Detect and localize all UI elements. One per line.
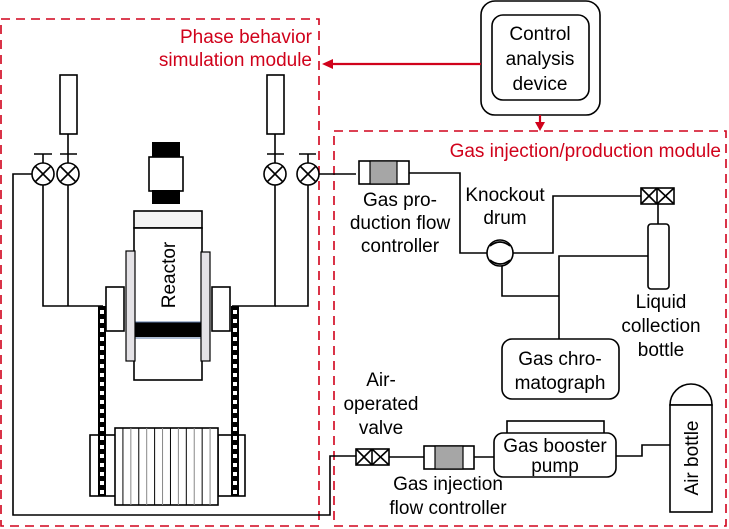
chain-link [233, 382, 237, 386]
reactor-label: Reactor [159, 241, 180, 308]
air-bottle: Air bottle [669, 383, 713, 513]
signal-arrow-to-gas-module [535, 115, 545, 131]
gas-chromatograph-label-line2: matograph [515, 373, 606, 394]
outlet-double-valve [640, 187, 675, 205]
chain-link [100, 436, 104, 440]
chain-link [233, 319, 237, 323]
knockout-drum-label-line1: Knockout [465, 185, 545, 206]
right-inner-valve [263, 153, 287, 186]
chain-link [100, 400, 104, 404]
phase-behavior-module-border [0, 18, 320, 527]
phase-behavior-module-title-line1: Phase behavior [180, 27, 313, 48]
chain-link [233, 454, 237, 458]
air-bottle-label: Air bottle [682, 421, 703, 496]
chain-link [233, 373, 237, 377]
chain-link [100, 463, 104, 467]
left-sample-tube [59, 74, 78, 135]
liquid-collection-bottle-label-line2: collection [621, 316, 700, 337]
chain-link [100, 481, 104, 485]
air-operated-valve [355, 448, 390, 466]
left-outer-valve [31, 153, 55, 186]
left-chain [98, 306, 106, 496]
chain-link [233, 364, 237, 368]
phase-behavior-module-title-line2: simulation module [159, 50, 312, 71]
right-outer-valve [296, 153, 320, 186]
gas-chromatograph-label-line1: Gas chro- [518, 349, 601, 370]
chain-link [233, 391, 237, 395]
chain-link [233, 346, 237, 350]
chain-link [100, 355, 104, 359]
chain-link [100, 445, 104, 449]
gas-production-flow-controller-label-line2: duction flow [350, 213, 451, 234]
knockout-drum [486, 239, 514, 267]
air-operated-valve-label-line3: valve [359, 418, 403, 439]
control-device-label-line1: Control [509, 24, 570, 45]
gas-production-flow-controller [358, 160, 410, 185]
air-operated-valve-label-line1: Air- [366, 370, 396, 391]
right-chain [231, 306, 239, 496]
gas-injection-flow-controller-label-line2: flow controller [389, 498, 507, 519]
gas-booster-pump-label-line1: Gas booster [503, 436, 607, 457]
left-clamp-block [105, 286, 125, 332]
knockout-drum-label-line2: drum [483, 208, 526, 229]
gas-injection-flow-controller [423, 445, 475, 470]
chain-link [233, 310, 237, 314]
chain-link [100, 373, 104, 377]
gas-booster-pump-label-line2: pump [531, 456, 579, 477]
chain-link [100, 319, 104, 323]
chain-link [233, 427, 237, 431]
liquid-collection-bottle [647, 223, 670, 290]
chain-link [100, 472, 104, 476]
chain-link [233, 337, 237, 341]
chain-link [233, 418, 237, 422]
chain-link [233, 481, 237, 485]
right-sample-tube [266, 74, 285, 135]
right-clamp-block [211, 286, 231, 332]
chain-link [100, 382, 104, 386]
control-analysis-device: Control analysis device [480, 0, 601, 116]
chain-link [100, 454, 104, 458]
chain-link [100, 328, 104, 332]
chain-link [233, 355, 237, 359]
chain-link [233, 328, 237, 332]
air-operated-valve-label-line2: operated [343, 394, 418, 415]
chain-link [233, 472, 237, 476]
chain-link [100, 346, 104, 350]
gas-production-flow-controller-label-line3: controller [361, 236, 440, 257]
control-device-label-line3: device [513, 74, 568, 95]
chain-link [233, 445, 237, 449]
chain-link [100, 364, 104, 368]
stirrer-motor [148, 142, 184, 204]
chain-link [100, 427, 104, 431]
liquid-collection-bottle-label-line3: bottle [638, 340, 684, 361]
chain-link [233, 463, 237, 467]
chain-link [100, 391, 104, 395]
chain-link [233, 409, 237, 413]
control-device-label-line2: analysis [506, 49, 575, 70]
signal-arrow-to-phase-module [322, 59, 481, 69]
chain-link [100, 418, 104, 422]
gas-chromatograph: Gas chro- matograph [501, 338, 620, 400]
chain-link [233, 436, 237, 440]
chain-link [233, 490, 237, 494]
chain-link [233, 400, 237, 404]
gas-injection-production-module-border [333, 130, 727, 527]
gas-booster-pump: Gas booster pump [493, 420, 617, 478]
reactor: Reactor [125, 210, 211, 381]
chain-link [100, 337, 104, 341]
heating-jacket [89, 427, 246, 506]
gas-injection-flow-controller-label-line1: Gas injection [393, 474, 503, 495]
liquid-collection-bottle-label-line1: Liquid [636, 292, 687, 313]
gas-production-flow-controller-label-line1: Gas pro- [363, 190, 437, 211]
chain-link [100, 409, 104, 413]
gas-injection-production-module-title: Gas injection/production module [450, 141, 721, 162]
chain-link [100, 490, 104, 494]
chain-link [100, 310, 104, 314]
